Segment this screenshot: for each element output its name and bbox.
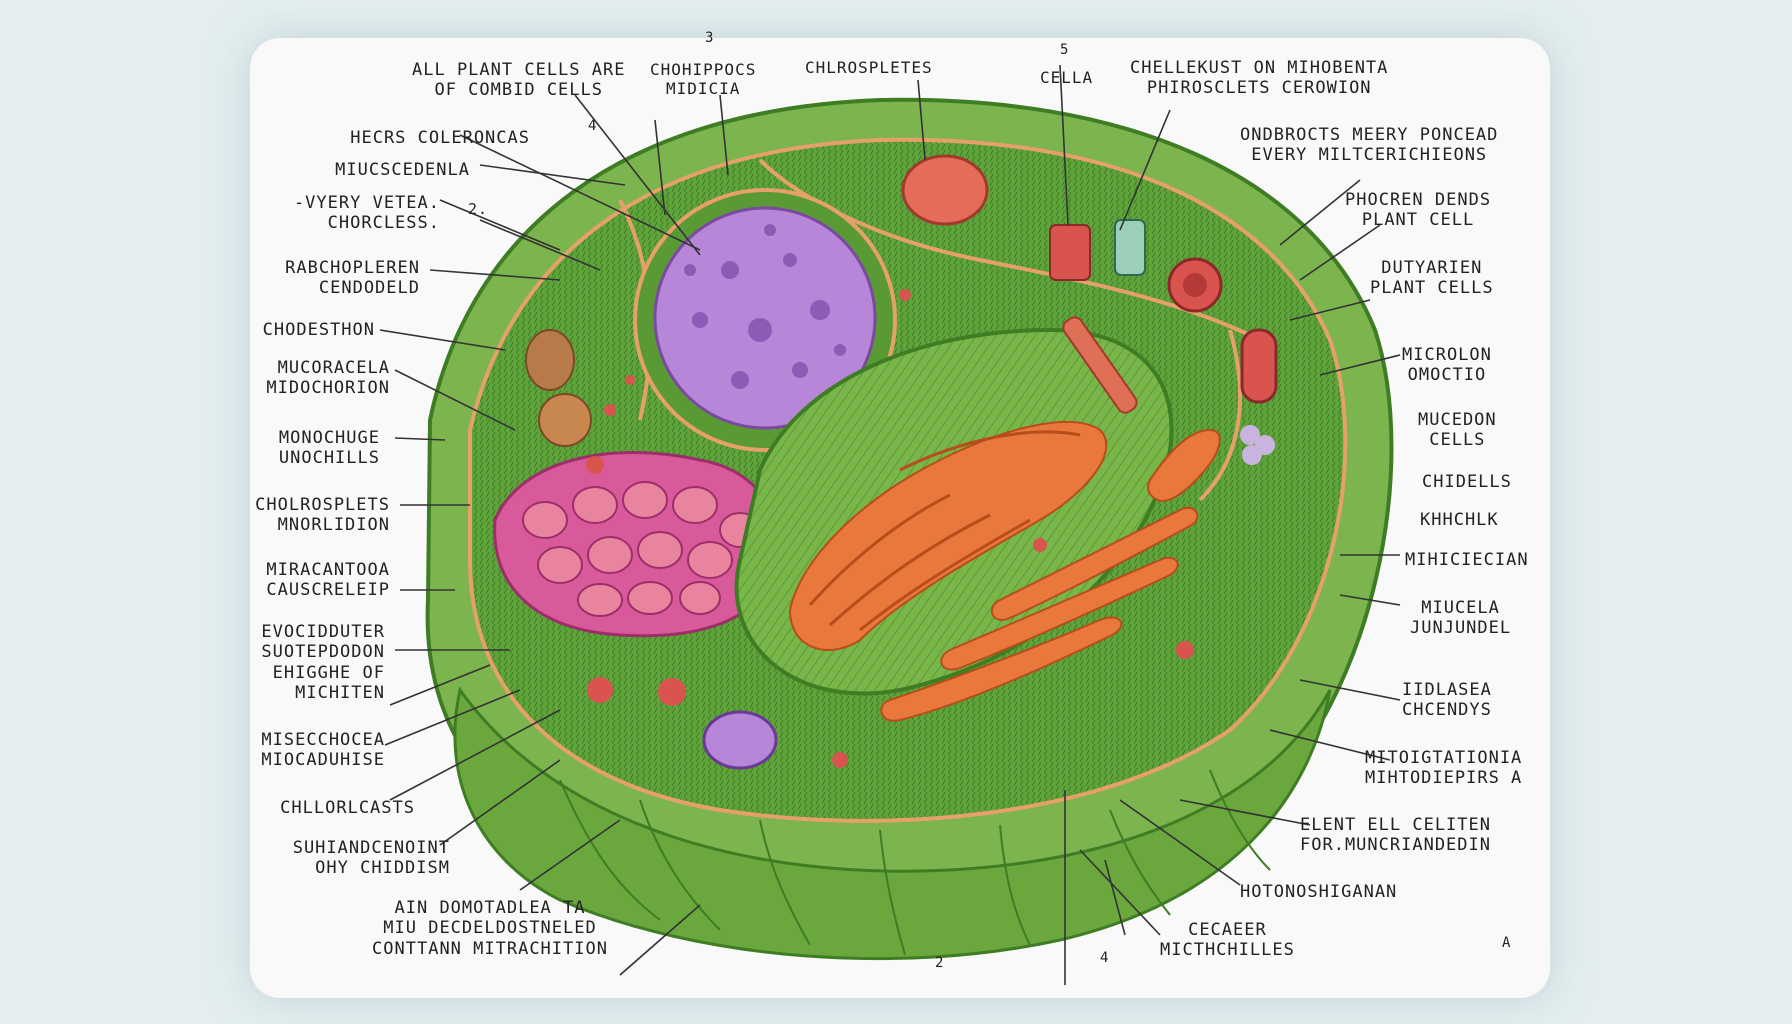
label-bottom-cecaeer: CECAEER MICTHCHILLES [1160,920,1295,961]
label-a: A [1502,935,1512,951]
label-top-left: ALL PLANT CELLS ARE OF COMBID CELLS [412,60,626,101]
vacuole-tissue [493,451,781,638]
label-bottom-left: AIN DOMOTADLEA TA MIU DECDELDOSTNELED CO… [372,898,608,959]
label-left-2: MIUCSCEDENLA [335,160,470,180]
small-organelles [525,154,1278,770]
label-number-4-top: 4 [588,118,598,134]
label-left-6: MUCORACELA MIDOCHORION [266,358,390,399]
label-left-3: -VYERY VETEA. CHORCLESS. [293,193,440,234]
label-chohippocs: CHOHIPPOCS MIDICIA [650,60,757,99]
label-left-9: MIRACANTOOA CAUSCRELEIP [266,560,390,601]
label-number-4-bottom: 4 [1100,950,1110,966]
label-right-13: HOTONOSHIGANAN [1240,882,1398,902]
label-right-9: MIUCELA JUNJUNDEL [1410,598,1512,639]
label-left-5: CHODESTHON [262,320,375,340]
label-number-3: 3 [705,30,715,46]
label-left-10: EVOCIDDUTER SUOTEPDODON EHIGGHE OF MICHI… [261,622,385,704]
label-chlrosspletes: CHLROSPLETES [805,58,933,77]
label-top-right: CHELLEKUST ON MIHOBENTA PHIROSCLETS CERO… [1130,58,1389,99]
label-right-8: MIHICIECIAN [1405,550,1529,570]
label-right-10: IIDLASEA CHCENDYS [1402,680,1492,721]
mitochondria-group [880,428,1221,722]
label-right-4: MICROLON OMOCTIO [1402,345,1492,386]
label-cella: CELLA [1040,68,1094,87]
label-right-6: CHIDELLS [1422,472,1512,492]
label-left-11: MISECCHOCEA MIOCADUHISE [261,730,385,771]
label-right-12: ELENT ELL CELITEN FOR.MUNCRIANDEDIN [1300,815,1491,856]
label-number-2-left: 2. [468,200,489,218]
leader-lines [379,64,1401,985]
label-right-7: KHHCHLK [1420,510,1499,530]
label-right-2: PHOCREN DENDS PLANT CELL [1345,190,1492,231]
label-right-1: ONDBROCTS MEERY PONCEAD EVERY MILTCERICH… [1240,125,1499,166]
label-number-5: 5 [1060,42,1070,58]
label-right-11: MITOIGTATIONIA MIHTODIEPIRS A [1365,748,1523,789]
label-right-5: MUCEDON CELLS [1418,410,1497,451]
label-left-4: RABCHOPLEREN CENDODELD [285,258,420,299]
label-left-12: CHLLORLCASTS [280,798,415,818]
label-left-7: MONOCHUGE UNOCHILLS [278,428,380,469]
label-left-13: SUHIANDCENOINT OHY CHIDDISM [292,838,450,879]
label-left-8: CHOLROSPLETS MNORLIDION [255,495,390,536]
cell-base-band [453,686,1332,961]
label-right-3: DUTYARIEN PLANT CELLS [1370,258,1494,299]
leaf-texture [559,769,1271,956]
label-number-2-bottom: 2 [935,955,945,971]
label-left-1: HECRS COLERONCAS [350,128,530,148]
